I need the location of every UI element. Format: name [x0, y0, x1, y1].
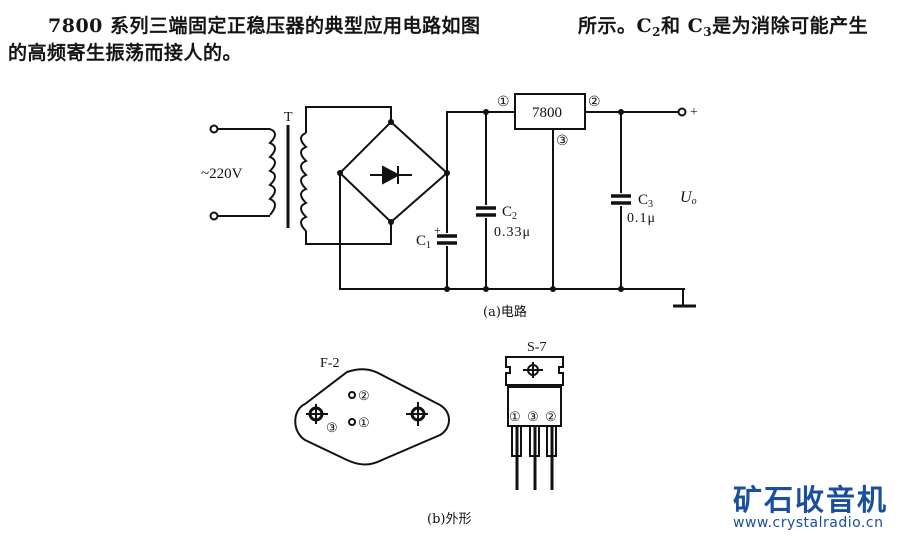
pin2-label: ② — [588, 95, 601, 110]
output-label-text: U — [680, 189, 693, 206]
packages-caption: (b)外形 — [427, 512, 471, 527]
f2-label: F-2 — [320, 356, 339, 371]
s7-lead-shoulder — [546, 425, 557, 457]
c3-value: 0.1μ — [627, 211, 656, 226]
output-subscript: o — [692, 196, 697, 207]
input-voltage-label: ~220V — [201, 166, 243, 182]
c1-polarity: + — [434, 223, 441, 237]
paragraph-line-1a: 7800 系列三端固定正稳压器的典型应用电路如图 — [48, 11, 481, 38]
regulator-label: 7800 — [532, 105, 562, 121]
f2-pin-hole — [348, 418, 356, 426]
c1-label-text: C — [416, 233, 426, 249]
c1-subscript: 1 — [426, 240, 431, 251]
regulator-7800 — [514, 93, 586, 130]
watermark-url: www.crystalradio.cn — [733, 515, 884, 531]
f2-outline — [294, 368, 450, 466]
junction-dot — [618, 109, 624, 115]
c3-label: C3 — [638, 192, 653, 210]
junction-dot — [337, 170, 343, 176]
junction-dot — [444, 170, 450, 176]
input-terminal-bottom — [209, 211, 219, 221]
c2-subscript: 2 — [512, 211, 517, 222]
c1-label: C1 — [416, 233, 431, 251]
paragraph-text: 所示。C — [578, 15, 653, 37]
circuit-caption: (a)电路 — [483, 304, 527, 320]
output-plus-label: + — [690, 105, 698, 120]
s7-pin1: ① — [509, 409, 521, 424]
watermark-logo: 矿石收音机 www.crystalradio.cn — [733, 477, 899, 536]
junction-dots — [337, 109, 624, 292]
junction-dot — [388, 119, 394, 125]
s7-tab — [505, 356, 564, 386]
f2-pin1: ① — [358, 415, 370, 430]
paragraph-line-1b: 所示。C2和 C3是为消除可能产生 — [578, 11, 868, 39]
s7-lead-shoulder — [529, 425, 540, 457]
s7-lead-shoulder — [511, 425, 522, 457]
f2-pin2: ② — [358, 388, 370, 403]
subscript: 3 — [703, 25, 713, 39]
diode-icon — [382, 165, 401, 185]
junction-dot — [550, 286, 556, 292]
f2-pin-hole — [348, 391, 356, 399]
junction-dot — [483, 286, 489, 292]
pin3-label: ③ — [556, 134, 569, 149]
c2-label-text: C — [502, 204, 512, 220]
f2-package — [294, 368, 450, 466]
output-terminal — [677, 107, 687, 117]
junction-dot — [483, 109, 489, 115]
s7-pin3: ③ — [527, 409, 539, 424]
primary-coil — [268, 128, 276, 216]
subscript: 2 — [652, 25, 661, 39]
paragraph-text: 和 C — [660, 15, 704, 37]
junction-dot — [618, 286, 624, 292]
circuit-wires — [209, 93, 696, 308]
transformer-label: T — [284, 110, 293, 125]
f2-pin3: ③ — [326, 420, 338, 435]
junction-dot — [388, 219, 394, 225]
output-voltage-label: Uo — [680, 189, 697, 207]
junction-dot — [444, 286, 450, 292]
watermark-title: 矿石收音机 — [733, 483, 889, 517]
secondary-coil — [300, 132, 308, 232]
input-terminal-top — [209, 124, 219, 134]
paragraph-text: 是为消除可能产生 — [712, 15, 869, 37]
pin1-label: ① — [497, 95, 510, 110]
c3-subscript: 3 — [648, 199, 653, 210]
c3-label-text: C — [638, 192, 648, 208]
paragraph-text: 的高频寄生振荡而接人的。 — [8, 42, 243, 64]
c2-value: 0.33μ — [494, 225, 531, 240]
s7-package — [505, 356, 564, 490]
c2-label: C2 — [502, 204, 517, 222]
paragraph-text: 7800 系列三端固定正稳压器的典型应用电路如图 — [48, 15, 481, 37]
paragraph-line-2: 的高频寄生振荡而接人的。 — [8, 38, 242, 65]
s7-pin2: ② — [545, 409, 557, 424]
s7-label: S-7 — [527, 340, 546, 355]
